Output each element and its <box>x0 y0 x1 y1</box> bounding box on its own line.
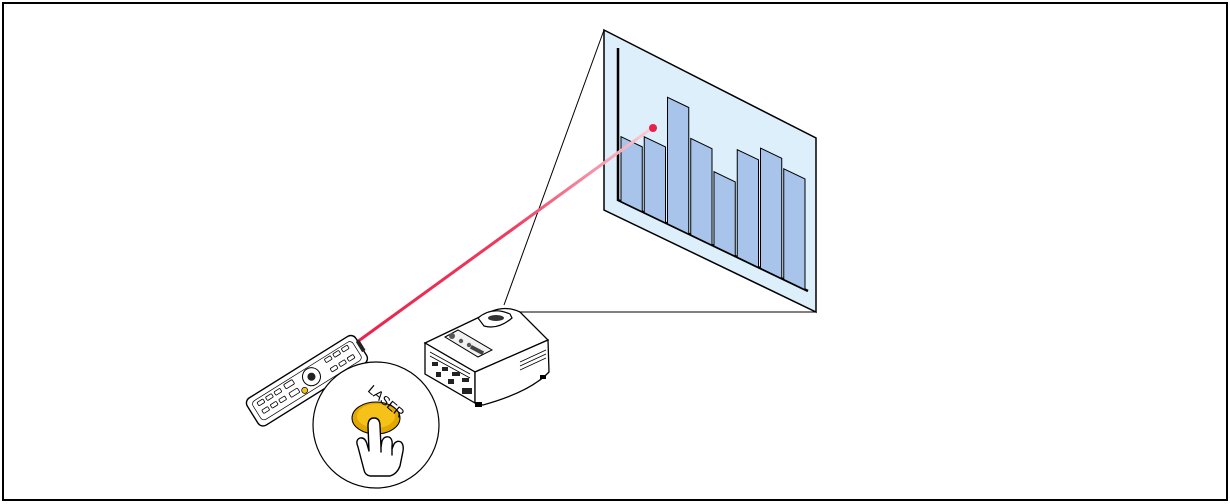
laser-beam <box>334 126 653 360</box>
laser-button-face <box>357 404 395 428</box>
hand-pointer-icon <box>356 417 404 477</box>
screen-chart-bar <box>760 147 783 280</box>
projection-lines <box>503 29 816 313</box>
screen-chart-bar <box>667 96 690 235</box>
remote-control-icon <box>245 334 369 427</box>
screen-chart-bar <box>643 135 666 224</box>
laser-dot <box>649 124 657 132</box>
screen-chart-bar <box>783 167 806 291</box>
screen-chart-bars <box>620 96 806 291</box>
screen-chart-bar <box>736 148 759 269</box>
screen-chart-bar <box>713 170 736 257</box>
screen-chart-bar <box>620 135 643 213</box>
projector-icon <box>423 307 550 407</box>
screen-chart-bar <box>690 137 713 246</box>
projection-screen <box>603 28 817 314</box>
